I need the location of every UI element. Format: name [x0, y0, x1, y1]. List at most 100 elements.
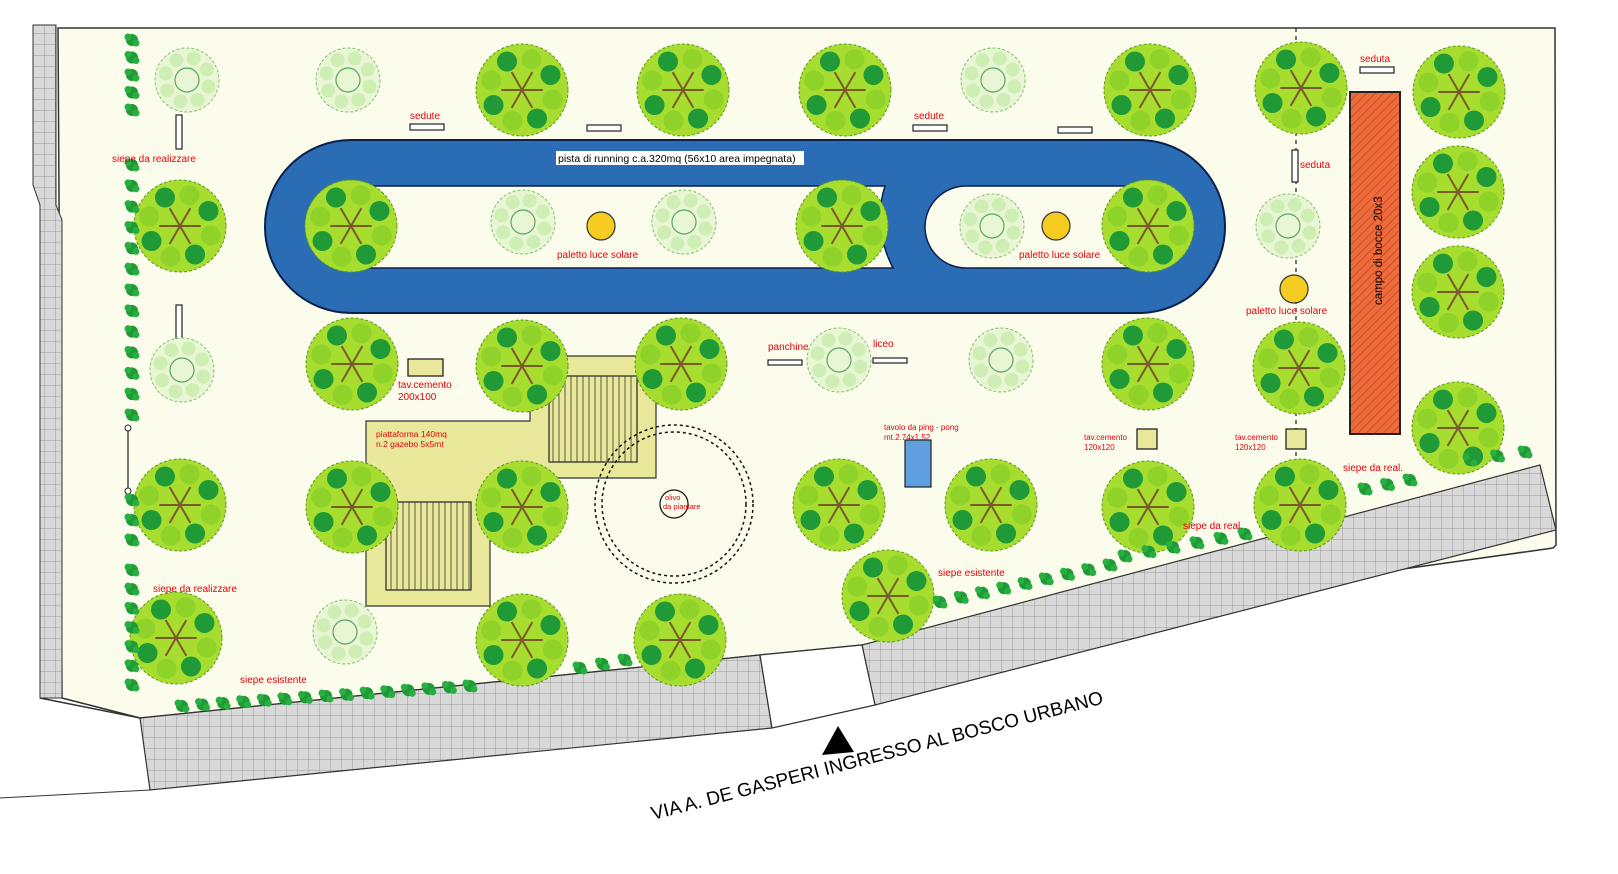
- hedge-leaf-icon: [124, 103, 140, 117]
- hedge-leaf-icon: [297, 690, 313, 704]
- tree-icon: [154, 47, 220, 113]
- label-solar-2: paletto luce solare: [1019, 250, 1101, 261]
- platform-label-1: piattaforma 140mq: [376, 429, 447, 439]
- entrance: [759, 644, 876, 729]
- tree-icon: [475, 43, 569, 137]
- solar-light-icon: [1279, 274, 1309, 304]
- label-tav-big-size: 200x100: [398, 392, 437, 403]
- hedge-leaf-icon: [1038, 572, 1054, 586]
- label-ping-pong-2: mt.2.74x1.52: [884, 433, 931, 442]
- hedge-leaf-icon: [595, 657, 610, 671]
- tree-icon: [633, 593, 727, 687]
- label-hedge-existing-1: siepe esistente: [240, 675, 307, 686]
- hedge-leaf-icon: [359, 686, 375, 700]
- hedge-leaf-icon: [124, 325, 140, 339]
- olive-point: [659, 489, 689, 519]
- label-hedge-new-1: siepe da realizzare: [112, 154, 196, 165]
- tree-icon: [490, 189, 556, 255]
- hedge-leaf-icon: [124, 678, 140, 692]
- tree-icon: [315, 47, 381, 113]
- label-sedute-1: sedute: [410, 111, 440, 122]
- tree-icon: [1411, 145, 1505, 239]
- hedge-leaf-icon: [1357, 482, 1373, 496]
- hedge-leaf-icon: [380, 685, 396, 699]
- bocce-label: campo di bocce 20x3: [1373, 196, 1385, 305]
- hedge-leaf-icon: [1102, 558, 1118, 572]
- hedge-leaf-icon: [124, 262, 140, 276]
- platform-label-2: n.2 gazebo 5x5mt: [376, 439, 444, 449]
- tree-icon: [304, 179, 398, 273]
- hedge-leaf-icon: [339, 688, 355, 702]
- hedge-leaf-icon: [124, 640, 140, 654]
- hedge-leaf-icon: [124, 582, 140, 596]
- label-hedge-existing-2: siepe esistente: [938, 568, 1005, 579]
- label-solar-1: paletto luce solare: [557, 250, 639, 261]
- hedge-leaf-icon: [1081, 563, 1097, 577]
- tree-icon: [634, 317, 728, 411]
- tree-icon: [1412, 45, 1506, 139]
- olive-area-outer: [594, 424, 754, 584]
- label-solar-3: paletto luce solare: [1246, 306, 1328, 317]
- hedge-leaf-icon: [124, 563, 140, 577]
- label-hedge-new-2: siepe da realizzare: [153, 584, 237, 595]
- hedge-leaf-icon: [236, 695, 252, 709]
- label-tav-small-1: tav.cemento: [1084, 433, 1128, 442]
- hedge-leaf-icon: [932, 595, 948, 609]
- hedge-leaf-icon: [174, 699, 190, 713]
- hedge-leaf-icon: [1141, 545, 1157, 559]
- tree-icon: [968, 327, 1034, 393]
- hedge-leaf-icon: [195, 698, 211, 712]
- label-tav-small-2-size: 120x120: [1235, 443, 1266, 452]
- hedge-leaf-icon: [124, 366, 140, 380]
- hedge-leaf-icon: [124, 158, 140, 172]
- tree-icon: [1255, 193, 1321, 259]
- hedge-leaf-icon: [1490, 449, 1505, 463]
- tree-icon: [795, 179, 889, 273]
- hedge-leaf-icon: [124, 513, 140, 527]
- label-tav-small-2: tav.cemento: [1235, 433, 1279, 442]
- hedge-leaf-icon: [1165, 540, 1181, 554]
- tree-icon: [1411, 381, 1505, 475]
- hedge-leaf-icon: [215, 696, 231, 710]
- hedge-leaf-icon: [318, 689, 334, 703]
- hedge-leaf-icon: [441, 680, 457, 694]
- hedge-leaf-icon: [124, 86, 140, 99]
- hedge-leaf-icon: [400, 683, 416, 697]
- ping-pong-table: [904, 439, 932, 488]
- tree-icon: [792, 458, 886, 552]
- tree-icon: [841, 549, 935, 643]
- tree-icon: [475, 319, 569, 413]
- hedge-leaf-icon: [124, 283, 140, 297]
- tree-icon: [1252, 321, 1346, 415]
- tree-icon: [475, 460, 569, 554]
- hedge-leaf-icon: [124, 304, 140, 318]
- tree-icon: [636, 43, 730, 137]
- hedge-leaf-icon: [124, 493, 140, 507]
- tree-icon: [305, 460, 399, 554]
- trees: [129, 41, 1506, 687]
- hedge-leaf-icon: [124, 621, 140, 634]
- solar-light-icon: [1041, 211, 1071, 241]
- tree-icon: [1411, 245, 1505, 339]
- hedge-leaf-icon: [572, 661, 588, 675]
- tree-icon: [651, 189, 717, 255]
- hedge-leaf-icon: [124, 221, 140, 234]
- label-liceo: liceo: [873, 339, 894, 350]
- hedge-leaf-icon: [124, 241, 140, 255]
- label-panchine: panchine: [768, 342, 809, 353]
- label-ping-pong-1: tavolo da ping - pong: [884, 423, 959, 432]
- tree-icon: [1101, 317, 1195, 411]
- hedge-leaf-icon: [1189, 536, 1205, 550]
- olive-area-inner: [601, 431, 747, 577]
- hedge-leaf-icon: [1402, 473, 1418, 487]
- tree-icon: [129, 591, 223, 685]
- hedge-leaf-icon: [124, 387, 140, 401]
- tree-icon: [798, 43, 892, 137]
- cement-table-large: [407, 358, 444, 377]
- tree-icon: [312, 599, 378, 665]
- hedge-leaf-icon: [124, 33, 140, 47]
- entrance-arrow-icon: [822, 726, 854, 755]
- tree-icon: [133, 179, 227, 273]
- hedge-leaf-icon: [1462, 453, 1478, 467]
